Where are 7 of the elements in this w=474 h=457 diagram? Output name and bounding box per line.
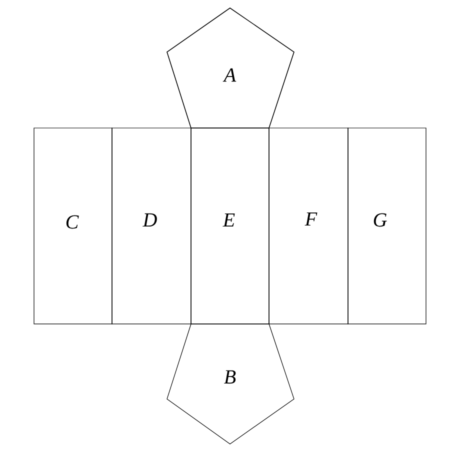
- rectangle-face: E: [190, 128, 270, 324]
- rectangle-face: F: [268, 128, 348, 324]
- rectangle-face: G: [348, 128, 426, 324]
- rectangle-face: C: [34, 128, 112, 324]
- pentagon-face: A: [166, 8, 294, 128]
- pentagon-face: B: [166, 324, 294, 444]
- rectangle-face: D: [112, 128, 192, 324]
